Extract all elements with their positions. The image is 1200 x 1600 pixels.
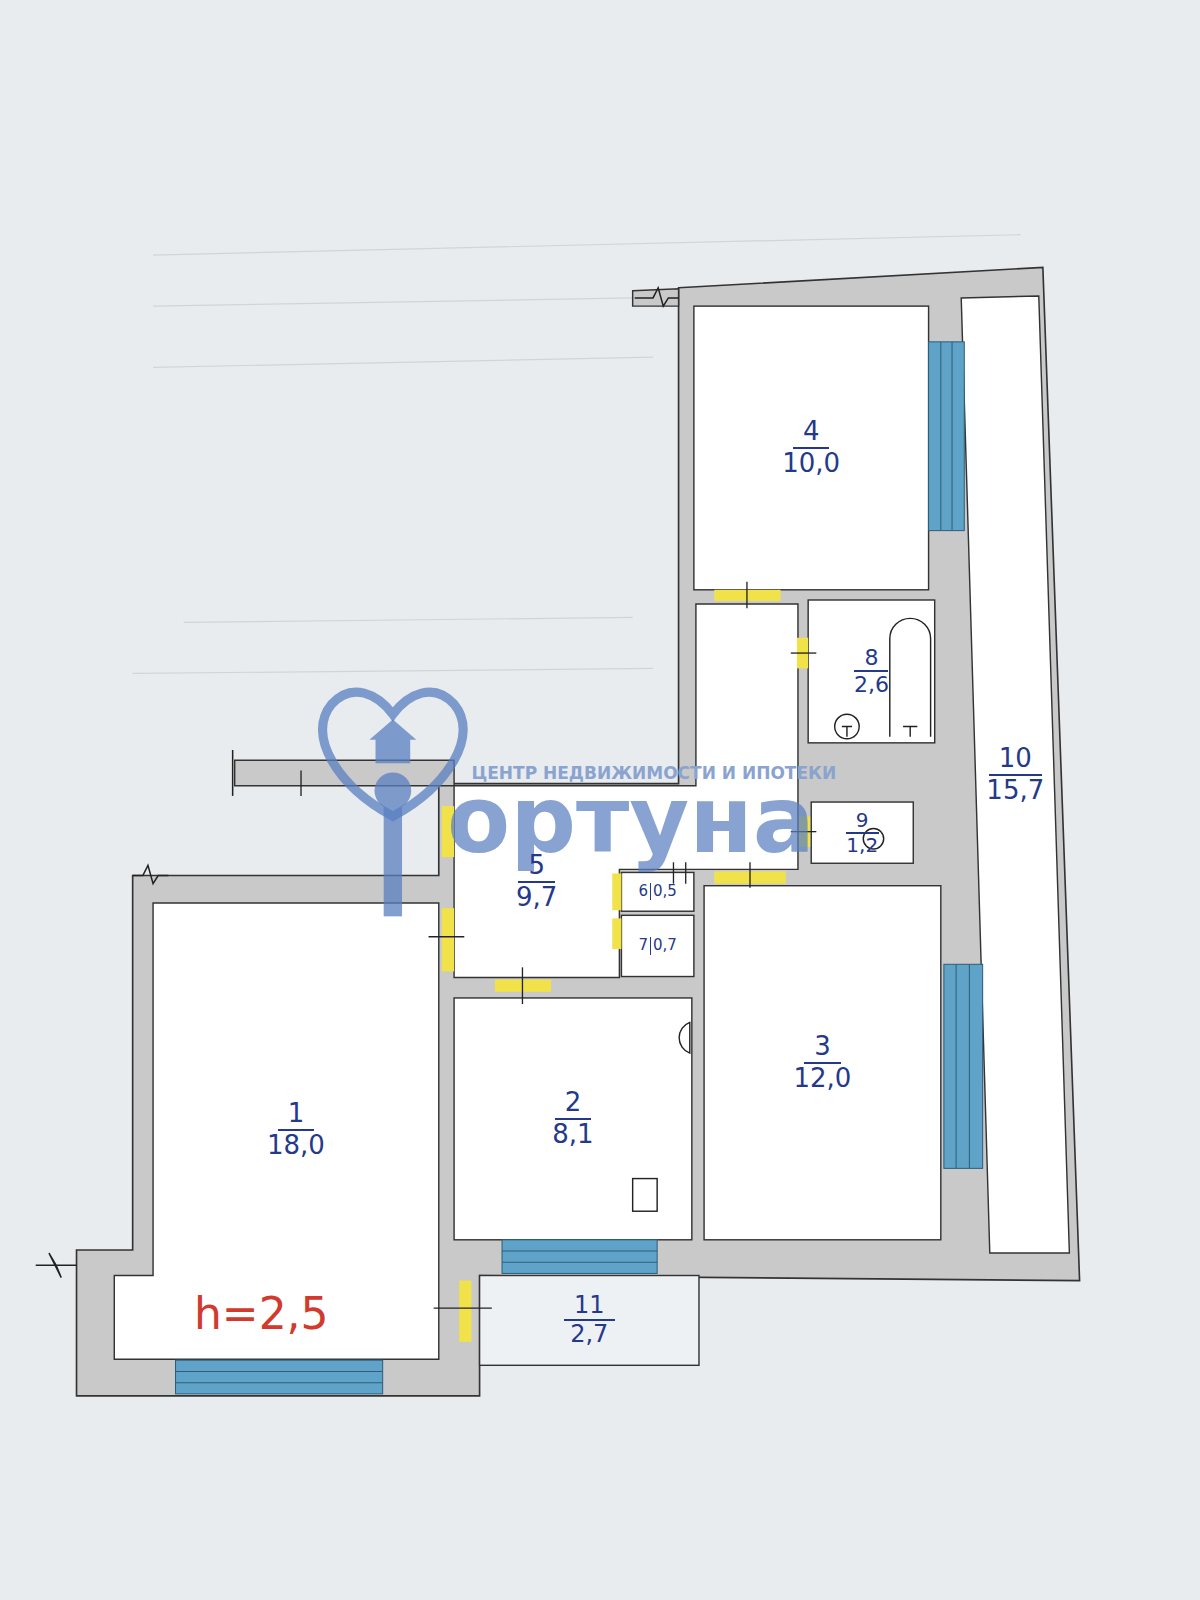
room: 410,0 [694, 306, 929, 590]
room: 28,1 [454, 998, 692, 1240]
room-number: 7 [638, 937, 650, 954]
room: 112,7 [480, 1276, 699, 1366]
room-area: 0,7 [650, 937, 677, 954]
room-area: 0,5 [650, 883, 677, 900]
room: 59,7 [454, 786, 619, 978]
room: 70,7 [621, 915, 693, 976]
room: 91,2 [811, 802, 913, 863]
room-number: 6 [638, 883, 650, 900]
watermark: ортуна [447, 767, 815, 874]
room-area: 2,6 [854, 672, 889, 697]
room-area: 1,2 [846, 834, 878, 857]
room-number: 10 [989, 744, 1042, 776]
room-number: 4 [793, 417, 830, 449]
room-number: 2 [555, 1088, 592, 1120]
room-area: 10,0 [782, 449, 840, 479]
room: 60,5 [621, 872, 693, 911]
room-number: 1 [278, 1099, 315, 1131]
room-area: 18,0 [267, 1131, 325, 1161]
room-number: 11 [564, 1292, 615, 1322]
room: 312,0 [704, 886, 941, 1240]
room: 118,0 [153, 903, 439, 1357]
room-area: 8,1 [552, 1120, 593, 1150]
room-number: 8 [854, 645, 888, 672]
room: 82,6 [808, 600, 935, 743]
ceiling-height: h=2,5 [194, 1288, 329, 1339]
room-number: 5 [518, 851, 555, 883]
room: 1015,7 [969, 298, 1061, 1252]
room-number: 9 [846, 809, 879, 834]
room-area: 9,7 [516, 883, 557, 913]
room-area: 15,7 [986, 776, 1044, 806]
room-number: 3 [804, 1032, 841, 1064]
room-area: 12,0 [794, 1064, 852, 1094]
room-area: 2,7 [570, 1321, 608, 1349]
